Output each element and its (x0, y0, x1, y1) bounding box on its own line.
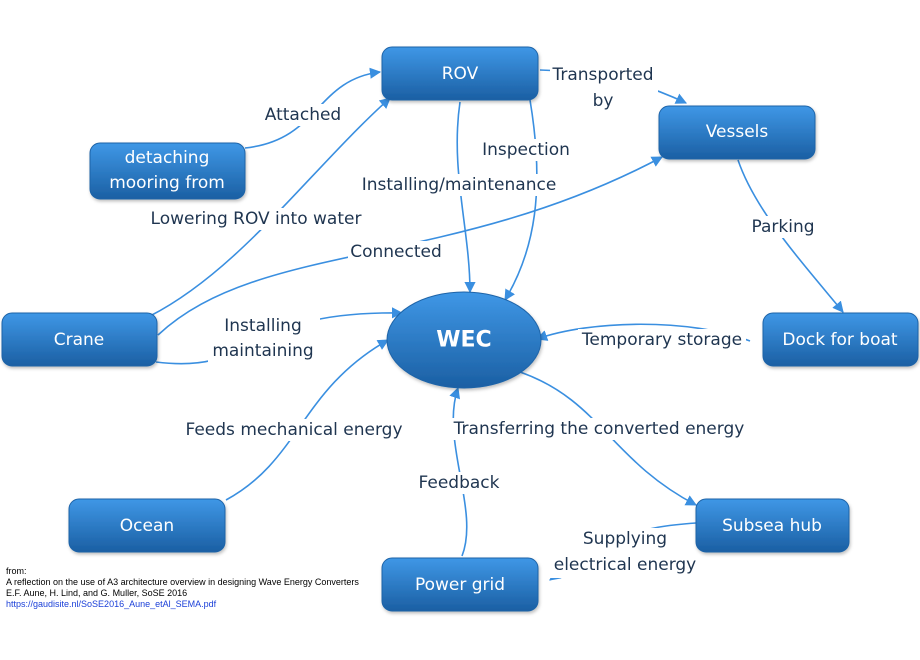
label-inspection: Inspection (480, 139, 572, 161)
svg-text:Lowering ROV into water: Lowering ROV into water (151, 209, 362, 229)
label-feedback: Feedback (415, 472, 503, 494)
node-ocean[interactable]: Ocean (68, 498, 226, 553)
svg-text:Attached: Attached (265, 105, 341, 125)
svg-text:Transferring the converted ene: Transferring the converted energy (453, 419, 745, 439)
label-installing-maintenance: Installing/maintenance (358, 174, 560, 196)
svg-text:Feeds mechanical energy: Feeds mechanical energy (186, 420, 403, 440)
svg-text:WEC: WEC (436, 328, 491, 353)
svg-text:mooring from: mooring from (109, 173, 225, 193)
svg-text:Dock for boat: Dock for boat (782, 330, 897, 350)
svg-text:detaching: detaching (125, 148, 210, 168)
svg-text:Transported: Transported (551, 65, 653, 85)
node-dock-for-boat[interactable]: Dock for boat (762, 312, 919, 367)
label-attached: Attached (262, 104, 344, 126)
node-rov[interactable]: ROV (381, 46, 539, 101)
svg-text:Connected: Connected (350, 242, 442, 262)
label-temporary-storage: Temporary storage (578, 329, 746, 351)
svg-text:electrical energy: electrical energy (554, 555, 697, 575)
source-title: A reflection on the use of A3 architectu… (6, 577, 359, 587)
svg-text:by: by (593, 91, 614, 111)
label-transported-by: Transported by (550, 64, 658, 112)
svg-text:Installing/maintenance: Installing/maintenance (362, 175, 557, 195)
label-parking: Parking (749, 216, 817, 238)
node-detaching-mooring[interactable]: detaching mooring from (89, 142, 246, 200)
source-citation: from: A reflection on the use of A3 arch… (6, 566, 359, 610)
svg-text:maintaining: maintaining (212, 341, 313, 361)
label-feeds-mechanical-energy: Feeds mechanical energy (184, 419, 404, 441)
svg-text:Crane: Crane (54, 330, 105, 350)
source-link[interactable]: https://gaudisite.nl/SoSE2016_Aune_etAl_… (6, 599, 217, 609)
label-lowering-rov: Lowering ROV into water (147, 208, 365, 230)
svg-text:Subsea hub: Subsea hub (722, 516, 822, 536)
svg-text:Temporary storage: Temporary storage (581, 330, 742, 350)
edge-rov-to-wec-installing (456, 101, 476, 294)
svg-text:Vessels: Vessels (706, 122, 769, 142)
svg-text:Parking: Parking (751, 217, 814, 237)
node-crane[interactable]: Crane (1, 312, 158, 367)
svg-text:Supplying: Supplying (583, 529, 667, 549)
source-from: from: (6, 566, 27, 576)
label-supplying-electrical-energy: Supplying electrical energy (550, 528, 702, 578)
node-power-grid[interactable]: Power grid (381, 557, 539, 612)
svg-text:Feedback: Feedback (419, 473, 500, 493)
label-connected: Connected (348, 241, 444, 263)
node-wec[interactable]: WEC (386, 291, 542, 389)
edge-rov-to-wec-inspection (504, 99, 538, 301)
source-authors: E.F. Aune, H. Lind, and G. Muller, SoSE … (6, 588, 188, 598)
edge-crane-to-rov (149, 97, 391, 317)
node-vessels[interactable]: Vessels (658, 105, 816, 160)
svg-text:Inspection: Inspection (482, 140, 570, 160)
label-transferring-converted-energy: Transferring the converted energy (448, 418, 750, 440)
svg-text:Power grid: Power grid (415, 575, 505, 595)
svg-text:Ocean: Ocean (120, 516, 174, 536)
svg-text:ROV: ROV (442, 64, 479, 84)
svg-text:Installing: Installing (224, 316, 301, 336)
label-installing-maintaining: Installing maintaining (208, 314, 320, 364)
node-subsea-hub[interactable]: Subsea hub (695, 498, 850, 553)
